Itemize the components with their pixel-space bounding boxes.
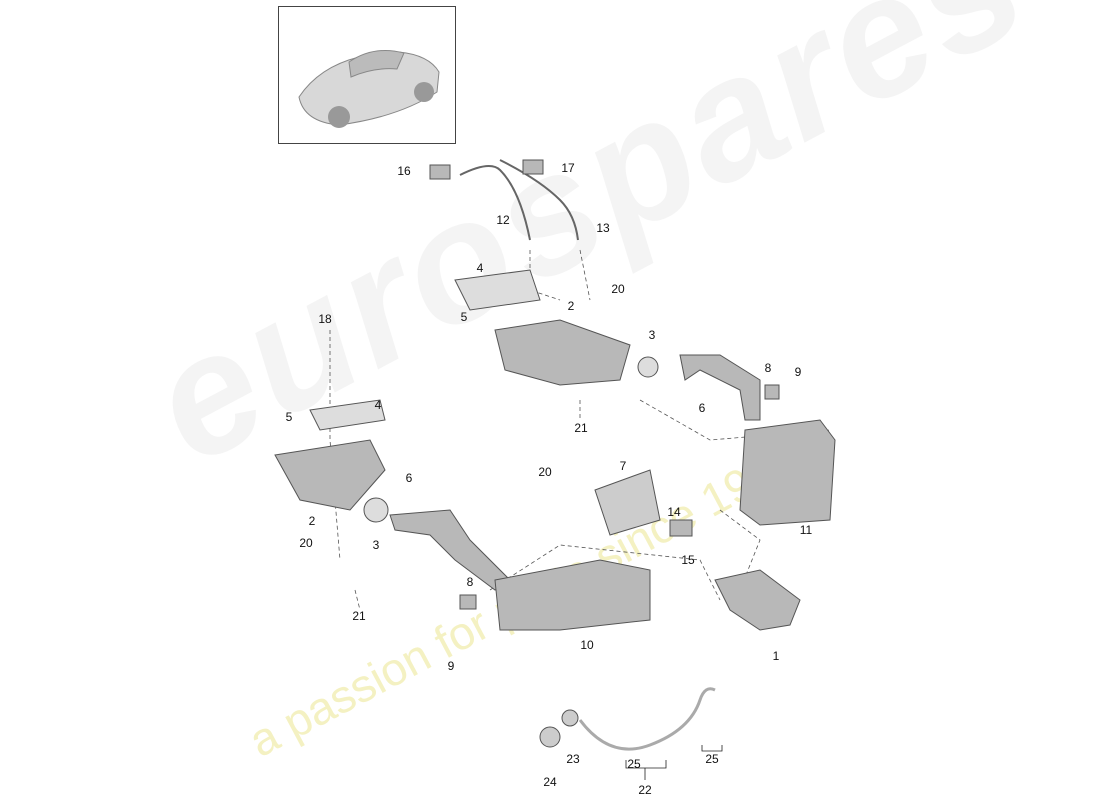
part-16 <box>429 164 451 180</box>
callout-9: 9 <box>794 365 802 379</box>
callout-20: 20 <box>538 465 552 479</box>
exhaust-manifold-2-lower <box>274 439 386 511</box>
clamp-8-upper <box>764 384 780 400</box>
part-17 <box>522 159 544 175</box>
callout-4: 4 <box>374 398 382 412</box>
callout-2: 2 <box>567 299 575 313</box>
callout-5: 5 <box>285 410 293 424</box>
pipe-left <box>389 509 511 591</box>
callout-8: 8 <box>764 361 772 375</box>
callout-16: 16 <box>397 164 411 178</box>
callout-15: 15 <box>681 553 695 567</box>
exhaust-manifold-2-upper <box>494 319 631 386</box>
callout-17: 17 <box>561 161 575 175</box>
cable-22 <box>578 687 716 751</box>
callout-2: 2 <box>308 514 316 528</box>
part-23 <box>561 709 579 727</box>
callout-5: 5 <box>460 310 468 324</box>
callout-24: 24 <box>543 775 557 789</box>
callout-6: 6 <box>698 401 706 415</box>
callout-23: 23 <box>566 752 580 766</box>
pipe-right <box>679 354 761 421</box>
callout-12: 12 <box>496 213 510 227</box>
callout-11: 11 <box>799 523 813 537</box>
bracket-lines <box>625 745 723 780</box>
callout-20: 20 <box>611 282 625 296</box>
part-24 <box>539 726 561 748</box>
callout-20: 20 <box>299 536 313 550</box>
callout-9: 9 <box>447 659 455 673</box>
callout-6: 6 <box>405 471 413 485</box>
callout-14: 14 <box>667 505 681 519</box>
callout-13: 13 <box>596 221 610 235</box>
callout-3: 3 <box>648 328 656 342</box>
gasket-4-lower <box>309 399 386 431</box>
tailpipe-1 <box>714 569 801 631</box>
callout-1: 1 <box>772 649 780 663</box>
callout-25: 25 <box>627 757 641 771</box>
ring-3-lower <box>363 497 389 523</box>
callout-21: 21 <box>574 421 588 435</box>
part-15 <box>669 519 693 537</box>
callout-22: 22 <box>638 783 652 797</box>
callout-21: 21 <box>352 609 366 623</box>
car-thumbnail <box>278 6 456 144</box>
callout-25: 25 <box>705 752 719 766</box>
callout-10: 10 <box>580 638 594 652</box>
silencer-11 <box>739 419 836 526</box>
callout-4: 4 <box>476 261 484 275</box>
ring-3-upper <box>637 356 659 378</box>
gasket-4-upper <box>454 269 541 311</box>
bracket-7 <box>594 469 661 536</box>
clamp-8-lower <box>459 594 477 610</box>
callout-3: 3 <box>372 538 380 552</box>
oxygen-sensors <box>459 159 579 241</box>
callout-8: 8 <box>466 575 474 589</box>
car-icon <box>298 50 440 128</box>
callout-7: 7 <box>619 459 627 473</box>
silencer-10 <box>494 559 651 631</box>
callout-18: 18 <box>318 312 332 326</box>
